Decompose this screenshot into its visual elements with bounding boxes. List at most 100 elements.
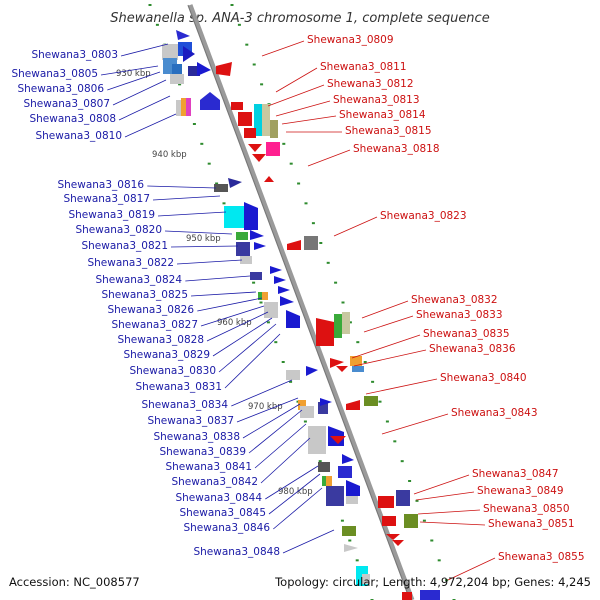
gene-feature[interactable] bbox=[336, 366, 348, 372]
gene-label[interactable]: Shewana3_0827 bbox=[111, 319, 198, 331]
gene-label[interactable]: Shewana3_0834 bbox=[141, 399, 228, 411]
gene-label[interactable]: Shewana3_0843 bbox=[451, 407, 538, 419]
gene-label[interactable]: Shewana3_0855 bbox=[498, 551, 585, 563]
gene-feature[interactable] bbox=[287, 240, 301, 250]
gene-label[interactable]: Shewana3_0835 bbox=[423, 328, 510, 340]
gene-label[interactable]: Shewana3_0850 bbox=[483, 503, 570, 515]
gene-label[interactable]: Shewana3_0849 bbox=[477, 485, 564, 497]
gene-feature[interactable] bbox=[346, 480, 360, 496]
gene-feature[interactable] bbox=[342, 454, 354, 464]
gene-label[interactable]: Shewana3_0816 bbox=[57, 179, 144, 191]
gene-label[interactable]: Shewana3_0803 bbox=[31, 49, 118, 61]
gene-feature[interactable] bbox=[264, 176, 274, 182]
gene-feature[interactable] bbox=[346, 496, 358, 504]
gene-feature[interactable] bbox=[176, 100, 181, 116]
gene-feature[interactable] bbox=[216, 62, 232, 76]
gene-feature[interactable] bbox=[188, 66, 200, 76]
gene-label[interactable]: Shewana3_0828 bbox=[117, 334, 204, 346]
gene-label[interactable]: Shewana3_0848 bbox=[193, 546, 280, 558]
gene-feature[interactable] bbox=[306, 366, 318, 376]
gene-label[interactable]: Shewana3_0811 bbox=[320, 61, 407, 73]
gene-feature[interactable] bbox=[386, 534, 400, 540]
gene-feature[interactable] bbox=[200, 92, 220, 110]
gene-label[interactable]: Shewana3_0844 bbox=[175, 492, 262, 504]
gene-feature[interactable] bbox=[248, 144, 262, 152]
gene-label[interactable]: Shewana3_0812 bbox=[327, 78, 414, 90]
gene-feature[interactable] bbox=[240, 256, 252, 264]
gene-label[interactable]: Shewana3_0837 bbox=[147, 415, 234, 427]
gene-feature[interactable] bbox=[244, 128, 256, 138]
gene-feature[interactable] bbox=[334, 314, 342, 338]
gene-feature[interactable] bbox=[258, 292, 262, 300]
gene-feature[interactable] bbox=[342, 312, 350, 334]
gene-feature[interactable] bbox=[278, 286, 290, 294]
gene-label[interactable]: Shewana3_0820 bbox=[75, 224, 162, 236]
gene-feature[interactable] bbox=[274, 276, 286, 284]
gene-label[interactable]: Shewana3_0831 bbox=[135, 381, 222, 393]
gene-feature[interactable] bbox=[326, 476, 332, 486]
gene-feature[interactable] bbox=[270, 120, 278, 138]
gene-label[interactable]: Shewana3_0826 bbox=[107, 304, 194, 316]
gene-label[interactable]: Shewana3_0830 bbox=[129, 365, 216, 377]
gene-feature[interactable] bbox=[378, 496, 394, 508]
gene-label[interactable]: Shewana3_0813 bbox=[333, 94, 420, 106]
gene-label[interactable]: Shewana3_0819 bbox=[68, 209, 155, 221]
gene-feature[interactable] bbox=[264, 302, 278, 318]
gene-feature[interactable] bbox=[330, 436, 346, 444]
gene-feature[interactable] bbox=[228, 178, 242, 188]
gene-feature[interactable] bbox=[244, 202, 258, 230]
gene-feature[interactable] bbox=[308, 426, 326, 454]
gene-label[interactable]: Shewana3_0833 bbox=[416, 309, 503, 321]
gene-feature[interactable] bbox=[298, 400, 306, 410]
gene-feature[interactable] bbox=[250, 272, 262, 280]
gene-feature[interactable] bbox=[338, 466, 352, 478]
gene-feature[interactable] bbox=[318, 462, 330, 472]
gene-feature[interactable] bbox=[183, 46, 195, 62]
gene-feature[interactable] bbox=[254, 242, 266, 250]
gene-label[interactable]: Shewana3_0825 bbox=[101, 289, 188, 301]
gene-feature[interactable] bbox=[170, 74, 184, 84]
gene-label[interactable]: Shewana3_0846 bbox=[183, 522, 270, 534]
gene-feature[interactable] bbox=[420, 590, 440, 600]
gene-feature[interactable] bbox=[286, 310, 300, 328]
gene-feature[interactable] bbox=[262, 104, 270, 136]
gene-feature[interactable] bbox=[362, 574, 370, 584]
gene-feature[interactable] bbox=[197, 62, 211, 76]
gene-feature[interactable] bbox=[326, 486, 344, 506]
gene-feature[interactable] bbox=[320, 398, 332, 406]
gene-feature[interactable] bbox=[330, 358, 344, 368]
gene-label[interactable]: Shewana3_0824 bbox=[95, 274, 182, 286]
gene-feature[interactable] bbox=[280, 296, 294, 306]
gene-feature[interactable] bbox=[252, 154, 266, 162]
gene-feature[interactable] bbox=[342, 526, 356, 536]
gene-feature[interactable] bbox=[236, 232, 248, 240]
gene-feature[interactable] bbox=[316, 318, 334, 346]
gene-label[interactable]: Shewana3_0814 bbox=[339, 109, 426, 121]
gene-label[interactable]: Shewana3_0841 bbox=[165, 461, 252, 473]
gene-label[interactable]: Shewana3_0847 bbox=[472, 468, 559, 480]
gene-label[interactable]: Shewana3_0808 bbox=[29, 113, 116, 125]
gene-label[interactable]: Shewana3_0829 bbox=[123, 349, 210, 361]
gene-feature[interactable] bbox=[304, 236, 318, 250]
gene-feature[interactable] bbox=[231, 102, 243, 110]
gene-feature[interactable] bbox=[238, 112, 252, 126]
gene-label[interactable]: Shewana3_0836 bbox=[429, 343, 516, 355]
gene-label[interactable]: Shewana3_0807 bbox=[23, 98, 110, 110]
gene-feature[interactable] bbox=[364, 396, 378, 406]
gene-feature[interactable] bbox=[396, 490, 410, 506]
gene-label[interactable]: Shewana3_0805 bbox=[11, 68, 98, 80]
gene-feature[interactable] bbox=[322, 476, 326, 486]
gene-feature[interactable] bbox=[392, 540, 404, 546]
gene-label[interactable]: Shewana3_0822 bbox=[87, 257, 174, 269]
gene-label[interactable]: Shewana3_0821 bbox=[81, 240, 168, 252]
gene-feature[interactable] bbox=[262, 292, 268, 300]
gene-feature[interactable] bbox=[186, 98, 191, 116]
gene-label[interactable]: Shewana3_0832 bbox=[411, 294, 498, 306]
gene-feature[interactable] bbox=[350, 356, 362, 366]
gene-feature[interactable] bbox=[300, 406, 314, 418]
gene-feature[interactable] bbox=[346, 400, 360, 410]
gene-label[interactable]: Shewana3_0817 bbox=[63, 193, 150, 205]
gene-feature[interactable] bbox=[236, 242, 250, 256]
gene-feature[interactable] bbox=[266, 142, 280, 156]
gene-feature[interactable] bbox=[270, 266, 282, 274]
